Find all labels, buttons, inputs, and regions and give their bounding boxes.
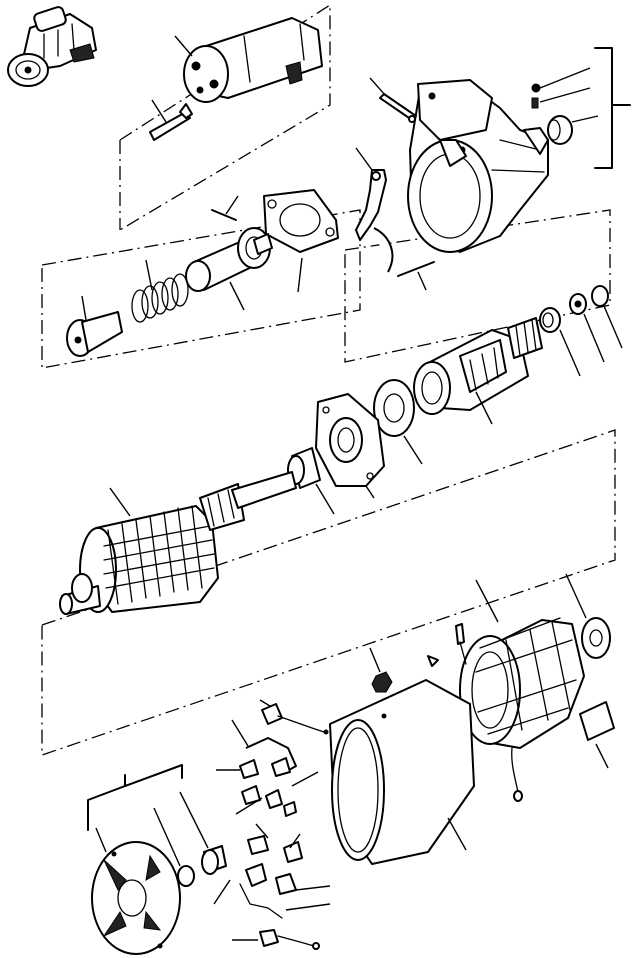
drive-end-housing-icon [407, 79, 549, 253]
brush-holder-plate-icon [579, 701, 615, 769]
plunger-pin-icon [211, 195, 239, 221]
solenoid-pin-icon [149, 99, 193, 141]
return-spring-icon [131, 259, 189, 323]
solenoid-icon [174, 17, 323, 103]
yoke-icon [329, 679, 475, 865]
lower-brush-set-icon [213, 823, 331, 950]
pinion-drive-icon [413, 317, 543, 425]
intermediate-bracket-icon [315, 393, 385, 499]
housing-bolt-icon [369, 77, 417, 123]
field-coil-frame-icon [427, 579, 585, 802]
pinion-stop-parts-icon [539, 285, 623, 377]
armature-icon [59, 471, 297, 615]
end-cover-icon [91, 827, 181, 955]
bushing-parts-icon [531, 67, 599, 145]
commutator-end-bracket [87, 764, 183, 831]
nut-icon [369, 647, 393, 693]
gasket-plate-icon [263, 189, 339, 293]
end-seal-icon [153, 807, 195, 887]
thrust-washer-icon [373, 379, 423, 465]
brush-icon [216, 757, 319, 817]
plunger-stud-icon [66, 295, 123, 357]
brush-spring-icon [259, 699, 329, 735]
starter-motor-assembly-icon [7, 6, 97, 87]
plunger-tube-icon [185, 227, 273, 311]
armature-group-outline [41, 429, 616, 756]
bushing-bracket [594, 47, 631, 169]
frame-washer-icon [565, 573, 611, 659]
shift-lever-icon [355, 147, 394, 273]
end-bushing-icon [179, 791, 227, 875]
lever-pin-icon [397, 261, 435, 291]
